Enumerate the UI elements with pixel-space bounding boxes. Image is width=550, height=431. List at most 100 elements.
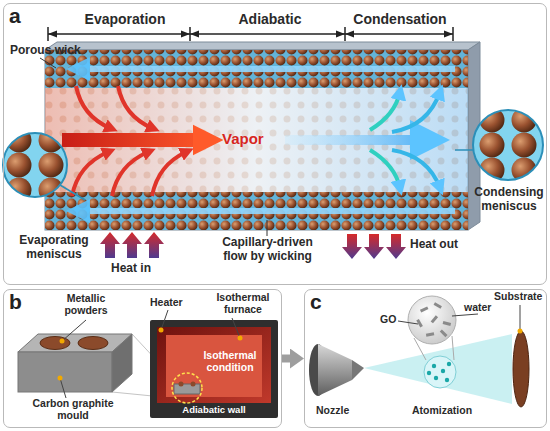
dimension-tick (452, 27, 454, 41)
wick-bead (7, 178, 32, 203)
heat-in-arrow (122, 232, 142, 258)
zoom-marker (172, 373, 202, 403)
callout-label: Condensing meniscus (468, 186, 550, 213)
wick-bead (512, 133, 537, 158)
porous-wick (45, 50, 468, 88)
substrate (513, 331, 529, 407)
adiabatic-wall (150, 320, 278, 418)
callout-label: Adiabatic wall (150, 405, 278, 416)
droplet (441, 369, 445, 373)
droplet (445, 378, 449, 382)
leader-line (452, 314, 478, 316)
leader-dot (58, 376, 63, 381)
zoom-circle (473, 110, 543, 180)
evaporation-arrow (72, 152, 108, 196)
wick-bead (39, 128, 64, 153)
heat-out-arrow (386, 234, 406, 259)
nozzle-tip (352, 360, 364, 380)
callout-label: Atomization (412, 405, 472, 417)
callout-label: Heat in (95, 262, 167, 276)
callout-label: Isothermal furnace (206, 292, 280, 316)
callout-label: Condensation (345, 12, 455, 28)
callout-label: Substrate (494, 291, 542, 303)
atomization-droplet (424, 356, 456, 388)
wick-bead (7, 153, 32, 178)
go-flake (431, 315, 438, 323)
leader-line (161, 310, 168, 330)
go-flake (426, 332, 434, 336)
leader-line (62, 320, 86, 341)
wick-bead (480, 133, 505, 158)
wick-bead (7, 128, 32, 153)
leader-line (267, 220, 268, 236)
zoom-circle-border (473, 110, 543, 180)
evaporation-arrow (112, 152, 148, 196)
dimension-line (345, 33, 453, 35)
callout-label: Porous wick (10, 44, 81, 58)
heat-out-arrow (342, 234, 362, 259)
callout-label: Carbon graphite mould (18, 398, 128, 422)
callout-label: Heat out (410, 238, 458, 252)
leader-dot (159, 328, 164, 333)
callout-label: GO (380, 314, 396, 326)
wick-bead (39, 153, 64, 178)
droplet (427, 371, 431, 375)
evaporation-arrow (76, 86, 110, 128)
condensation-arrow (370, 150, 400, 188)
dimension-line (48, 33, 190, 35)
heat-in-arrow (144, 232, 164, 258)
leader-dot (518, 329, 523, 334)
vapor-core (45, 88, 468, 192)
vapor-flow-arrow (285, 135, 430, 145)
evaporation-arrow (152, 152, 186, 196)
liquid-flow-arrow (78, 66, 455, 72)
leader-line (455, 149, 474, 151)
mould-side (112, 334, 132, 392)
wick-bead (39, 178, 64, 203)
droplet (434, 376, 438, 380)
zoom-circle-border (3, 133, 67, 197)
callout-label: Evaporating meniscus (4, 234, 104, 261)
condensation-arrow (370, 92, 400, 130)
panel-letter: c (310, 290, 322, 313)
connector-group (282, 358, 290, 359)
metallic-powder (179, 382, 184, 387)
pipe-top-face (45, 42, 480, 50)
go-flake (420, 306, 429, 312)
mould-in-furnace (174, 384, 200, 394)
panel-letter: a (9, 4, 21, 27)
callout-label: Adiabatic (215, 12, 325, 28)
dimension-tick (344, 27, 346, 41)
panel-letter: b (9, 290, 22, 313)
pipe-body (45, 50, 468, 230)
leader-line (398, 321, 418, 324)
metallic-powder (191, 382, 196, 387)
callout-label: Vapor (222, 131, 264, 148)
heat-in-arrow (100, 232, 120, 258)
callout-label: Isothermal condition (192, 350, 268, 374)
callout-label: water (464, 302, 491, 314)
droplet (432, 364, 436, 368)
dimension-tick (47, 27, 49, 41)
vapor-arrow (62, 133, 205, 147)
metallic-powder (78, 337, 108, 350)
liquid-flow-arrow (78, 208, 455, 214)
spray-cone (364, 334, 512, 404)
dimension-tick (189, 27, 191, 41)
carbon-graphite-mould (18, 352, 112, 392)
zoom-circle (3, 133, 67, 197)
go-flake (440, 329, 448, 337)
leader-line (60, 185, 85, 200)
flow-arrow (282, 355, 290, 363)
go-water-droplet (408, 296, 456, 344)
leader-line (60, 378, 66, 398)
leader-line (520, 305, 521, 331)
heat-out-arrow (364, 234, 384, 259)
callout-label: Heater (150, 297, 183, 309)
leader-dot (60, 339, 65, 344)
zoom-line (452, 336, 454, 360)
heater (157, 327, 271, 403)
callout-label: Capillary-driven flow by wicking (210, 236, 325, 263)
